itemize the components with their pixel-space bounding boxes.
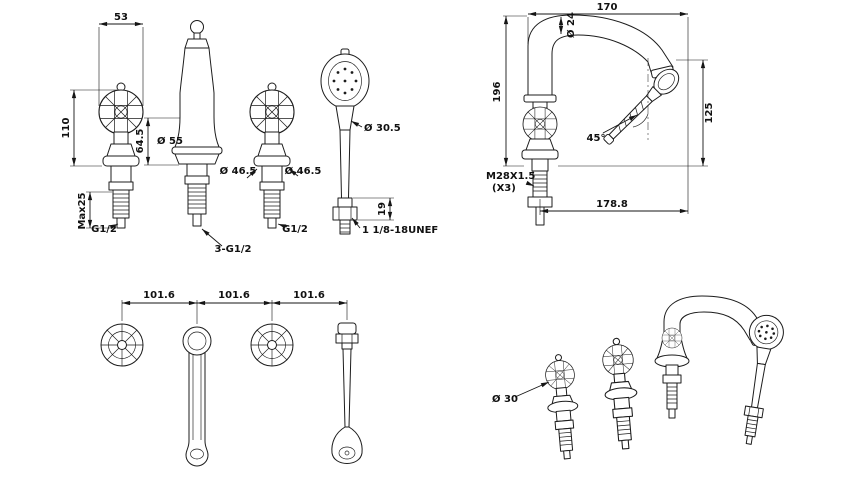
- dim-outlet-height: 125: [704, 103, 715, 124]
- dim-spacing-1: 101.6: [143, 290, 175, 301]
- dim-escutcheon-dia-left: Ø 46.5: [220, 165, 257, 177]
- iso-dimensions: Ø 30: [492, 381, 550, 405]
- hand-shower-plan: [331, 322, 363, 464]
- spout-plan: [182, 326, 212, 467]
- dim-thread-m28: M28X1.5: [486, 171, 535, 182]
- iso-handle-2: [600, 337, 641, 450]
- left-handle: [99, 83, 143, 228]
- hand-shower-front: [320, 48, 370, 235]
- hand-shower-side: [603, 68, 680, 145]
- dim-thread-unef: 1 1/8-18UNEF: [362, 225, 438, 236]
- isometric-view: Ø 30: [492, 295, 784, 460]
- dim-total-reach: 178.8: [596, 199, 628, 210]
- dim-spout-reach-top: 170: [597, 2, 618, 13]
- iso-spout: [654, 295, 768, 419]
- iso-handle-1: [543, 353, 582, 460]
- dim-thread-g12-left: G1/2: [91, 224, 117, 235]
- spout-side: [521, 14, 675, 226]
- iso-spray-dots: [757, 324, 776, 341]
- dim-shower-neck-dia: Ø 30.5: [364, 122, 401, 134]
- dim-thread-m28-count: (X3): [492, 183, 516, 194]
- plan-dimensions: 101.6 101.6 101.6: [121, 290, 348, 324]
- dim-knob-dia: Ø 30: [492, 393, 518, 405]
- dim-thread-3g12: 3-G1/2: [215, 244, 252, 255]
- plan-view: 101.6 101.6 101.6: [100, 290, 363, 467]
- dim-spout-height: 196: [492, 82, 503, 103]
- dim-spacing-2: 101.6: [218, 290, 250, 301]
- dim-spout-ring-dia: Ø 55: [157, 135, 183, 147]
- spray-face-dots: [332, 67, 358, 95]
- dim-spout-64-5: 64.5: [135, 129, 146, 154]
- right-handle-plan: [250, 323, 294, 367]
- left-handle-plan: [100, 323, 144, 367]
- dim-tube-dia: Ø 24: [565, 12, 577, 38]
- dim-wand-angle: 45°: [587, 133, 606, 144]
- side-elevation-view: 170 Ø 24 196 125 45° M28X1.5 (X3) 178.8: [486, 2, 715, 226]
- dim-escutcheon-dia-right: Ø 46.5: [285, 165, 322, 177]
- dim-max-depth: Max25: [77, 192, 88, 229]
- front-dimensions: 53 110 Max25 64.5 Ø 55 Ø 46.5 Ø 46.5 Ø 3…: [61, 12, 438, 255]
- right-handle: [250, 83, 294, 228]
- iso-hand-shower: [743, 314, 784, 445]
- dim-spacing-3: 101.6: [293, 290, 325, 301]
- side-dimensions: 170 Ø 24 196 125 45° M28X1.5 (X3) 178.8: [486, 2, 715, 215]
- dim-knob-width: 53: [114, 12, 128, 23]
- dim-thread-g12-right: G1/2: [282, 224, 308, 235]
- dim-connector-height: 19: [377, 202, 388, 216]
- spout-front: [171, 20, 223, 227]
- dim-handle-height: 110: [61, 118, 72, 139]
- front-elevation-view: 53 110 Max25 64.5 Ø 55 Ø 46.5 Ø 46.5 Ø 3…: [61, 12, 438, 255]
